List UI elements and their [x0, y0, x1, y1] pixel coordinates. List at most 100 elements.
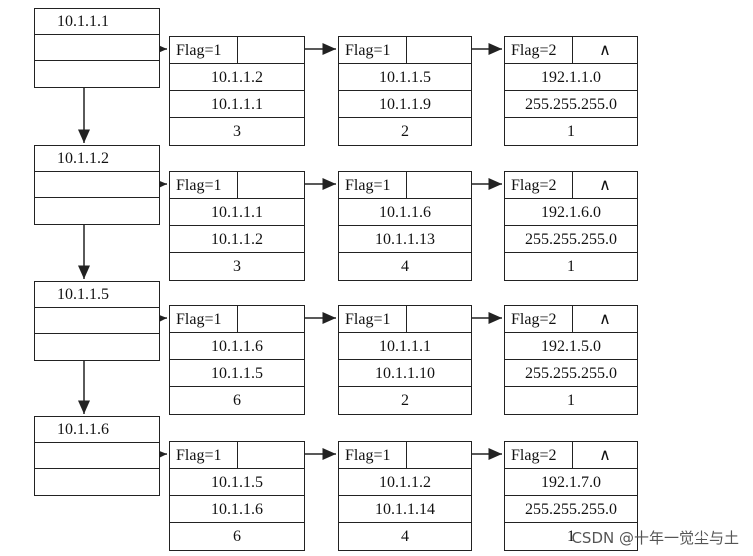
flag-label: Flag=1 [339, 37, 407, 63]
node-field: 10.1.1.1 [170, 91, 304, 118]
node-field: 10.1.1.6 [339, 199, 471, 226]
node-field: 255.255.255.0 [505, 496, 637, 523]
node-field: 10.1.1.13 [339, 226, 471, 253]
node-field: 6 [233, 528, 241, 545]
node-field: 10.1.1.6 [170, 496, 304, 523]
node-field: 6 [233, 392, 241, 409]
node-header-row: Flag=1 [339, 442, 471, 469]
watermark: CSDN @十年一觉尘与土 [571, 529, 739, 547]
next-pointer: ∧ [599, 447, 611, 464]
node-field: 10.1.1.2 [170, 64, 304, 91]
head-node: 10.1.1.6 [34, 416, 160, 496]
next-pointer [238, 172, 304, 198]
head-ip-label: 10.1.1.1 [35, 9, 159, 35]
node-header-row: Flag=2 ∧ [505, 37, 637, 64]
flag-label: Flag=2 [505, 442, 573, 468]
node-header-row: Flag=1 [339, 306, 471, 333]
head-next-cell [35, 198, 159, 224]
node-header-row: Flag=1 [170, 442, 304, 469]
head-pointer-cell [35, 35, 159, 61]
node-field: 4 [401, 258, 409, 275]
flag-label: Flag=1 [339, 306, 407, 332]
node-field: 10.1.1.2 [170, 226, 304, 253]
head-pointer-cell [35, 172, 159, 198]
head-ip-label: 10.1.1.2 [35, 146, 159, 172]
flag-label: Flag=1 [170, 172, 238, 198]
next-pointer [407, 442, 471, 468]
head-pointer-cell [35, 443, 159, 469]
head-ip-label: 10.1.1.5 [35, 282, 159, 308]
node-field: 10.1.1.1 [170, 199, 304, 226]
node-header-row: Flag=1 [339, 37, 471, 64]
node-field: 10.1.1.6 [170, 333, 304, 360]
head-node: 10.1.1.2 [34, 145, 160, 225]
flag-label: Flag=1 [170, 442, 238, 468]
node-field: 192.1.7.0 [505, 469, 637, 496]
node-field: 2 [401, 123, 409, 140]
head-next-cell [35, 334, 159, 360]
next-pointer [238, 306, 304, 332]
flag-label: Flag=1 [170, 37, 238, 63]
node-field: 10.1.1.1 [339, 333, 471, 360]
next-pointer [407, 172, 471, 198]
head-next-cell [35, 61, 159, 87]
node-field: 10.1.1.14 [339, 496, 471, 523]
node-field: 3 [233, 258, 241, 275]
node-field: 1 [567, 392, 575, 409]
node-field: 192.1.1.0 [505, 64, 637, 91]
node-field: 192.1.6.0 [505, 199, 637, 226]
flag-label: Flag=1 [339, 442, 407, 468]
node-field: 10.1.1.5 [339, 64, 471, 91]
flag-label: Flag=1 [170, 306, 238, 332]
flag-label: Flag=2 [505, 172, 573, 198]
node-header-row: Flag=1 [170, 172, 304, 199]
node-field: 10.1.1.5 [170, 360, 304, 387]
node-field: 255.255.255.0 [505, 360, 637, 387]
head-pointer-cell [35, 308, 159, 334]
node-field: 4 [401, 528, 409, 545]
node-field: 10.1.1.9 [339, 91, 471, 118]
node-field: 10.1.1.10 [339, 360, 471, 387]
node-header-row: Flag=1 [339, 172, 471, 199]
node-field: 10.1.1.5 [170, 469, 304, 496]
head-ip-label: 10.1.1.6 [35, 417, 159, 443]
next-pointer [407, 306, 471, 332]
node-field: 1 [567, 258, 575, 275]
node-header-row: Flag=1 [170, 306, 304, 333]
node-field: 10.1.1.2 [339, 469, 471, 496]
node-header-row: Flag=1 [170, 37, 304, 64]
flag-label: Flag=1 [339, 172, 407, 198]
node-header-row: Flag=2 ∧ [505, 172, 637, 199]
next-pointer: ∧ [599, 311, 611, 328]
node-field: 1 [567, 123, 575, 140]
next-pointer: ∧ [599, 42, 611, 59]
node-field: 255.255.255.0 [505, 91, 637, 118]
node-field: 255.255.255.0 [505, 226, 637, 253]
head-node: 10.1.1.5 [34, 281, 160, 361]
flag-label: Flag=2 [505, 37, 573, 63]
node-header-row: Flag=2 ∧ [505, 442, 637, 469]
node-field: 3 [233, 123, 241, 140]
node-field: 1 [567, 528, 575, 545]
next-pointer [407, 37, 471, 63]
node-header-row: Flag=2∧ [505, 306, 637, 333]
node-field: 2 [401, 392, 409, 409]
head-node: 10.1.1.1 [34, 8, 160, 88]
next-pointer [238, 442, 304, 468]
node-field: 192.1.5.0 [505, 333, 637, 360]
next-pointer: ∧ [599, 177, 611, 194]
head-next-cell [35, 469, 159, 495]
